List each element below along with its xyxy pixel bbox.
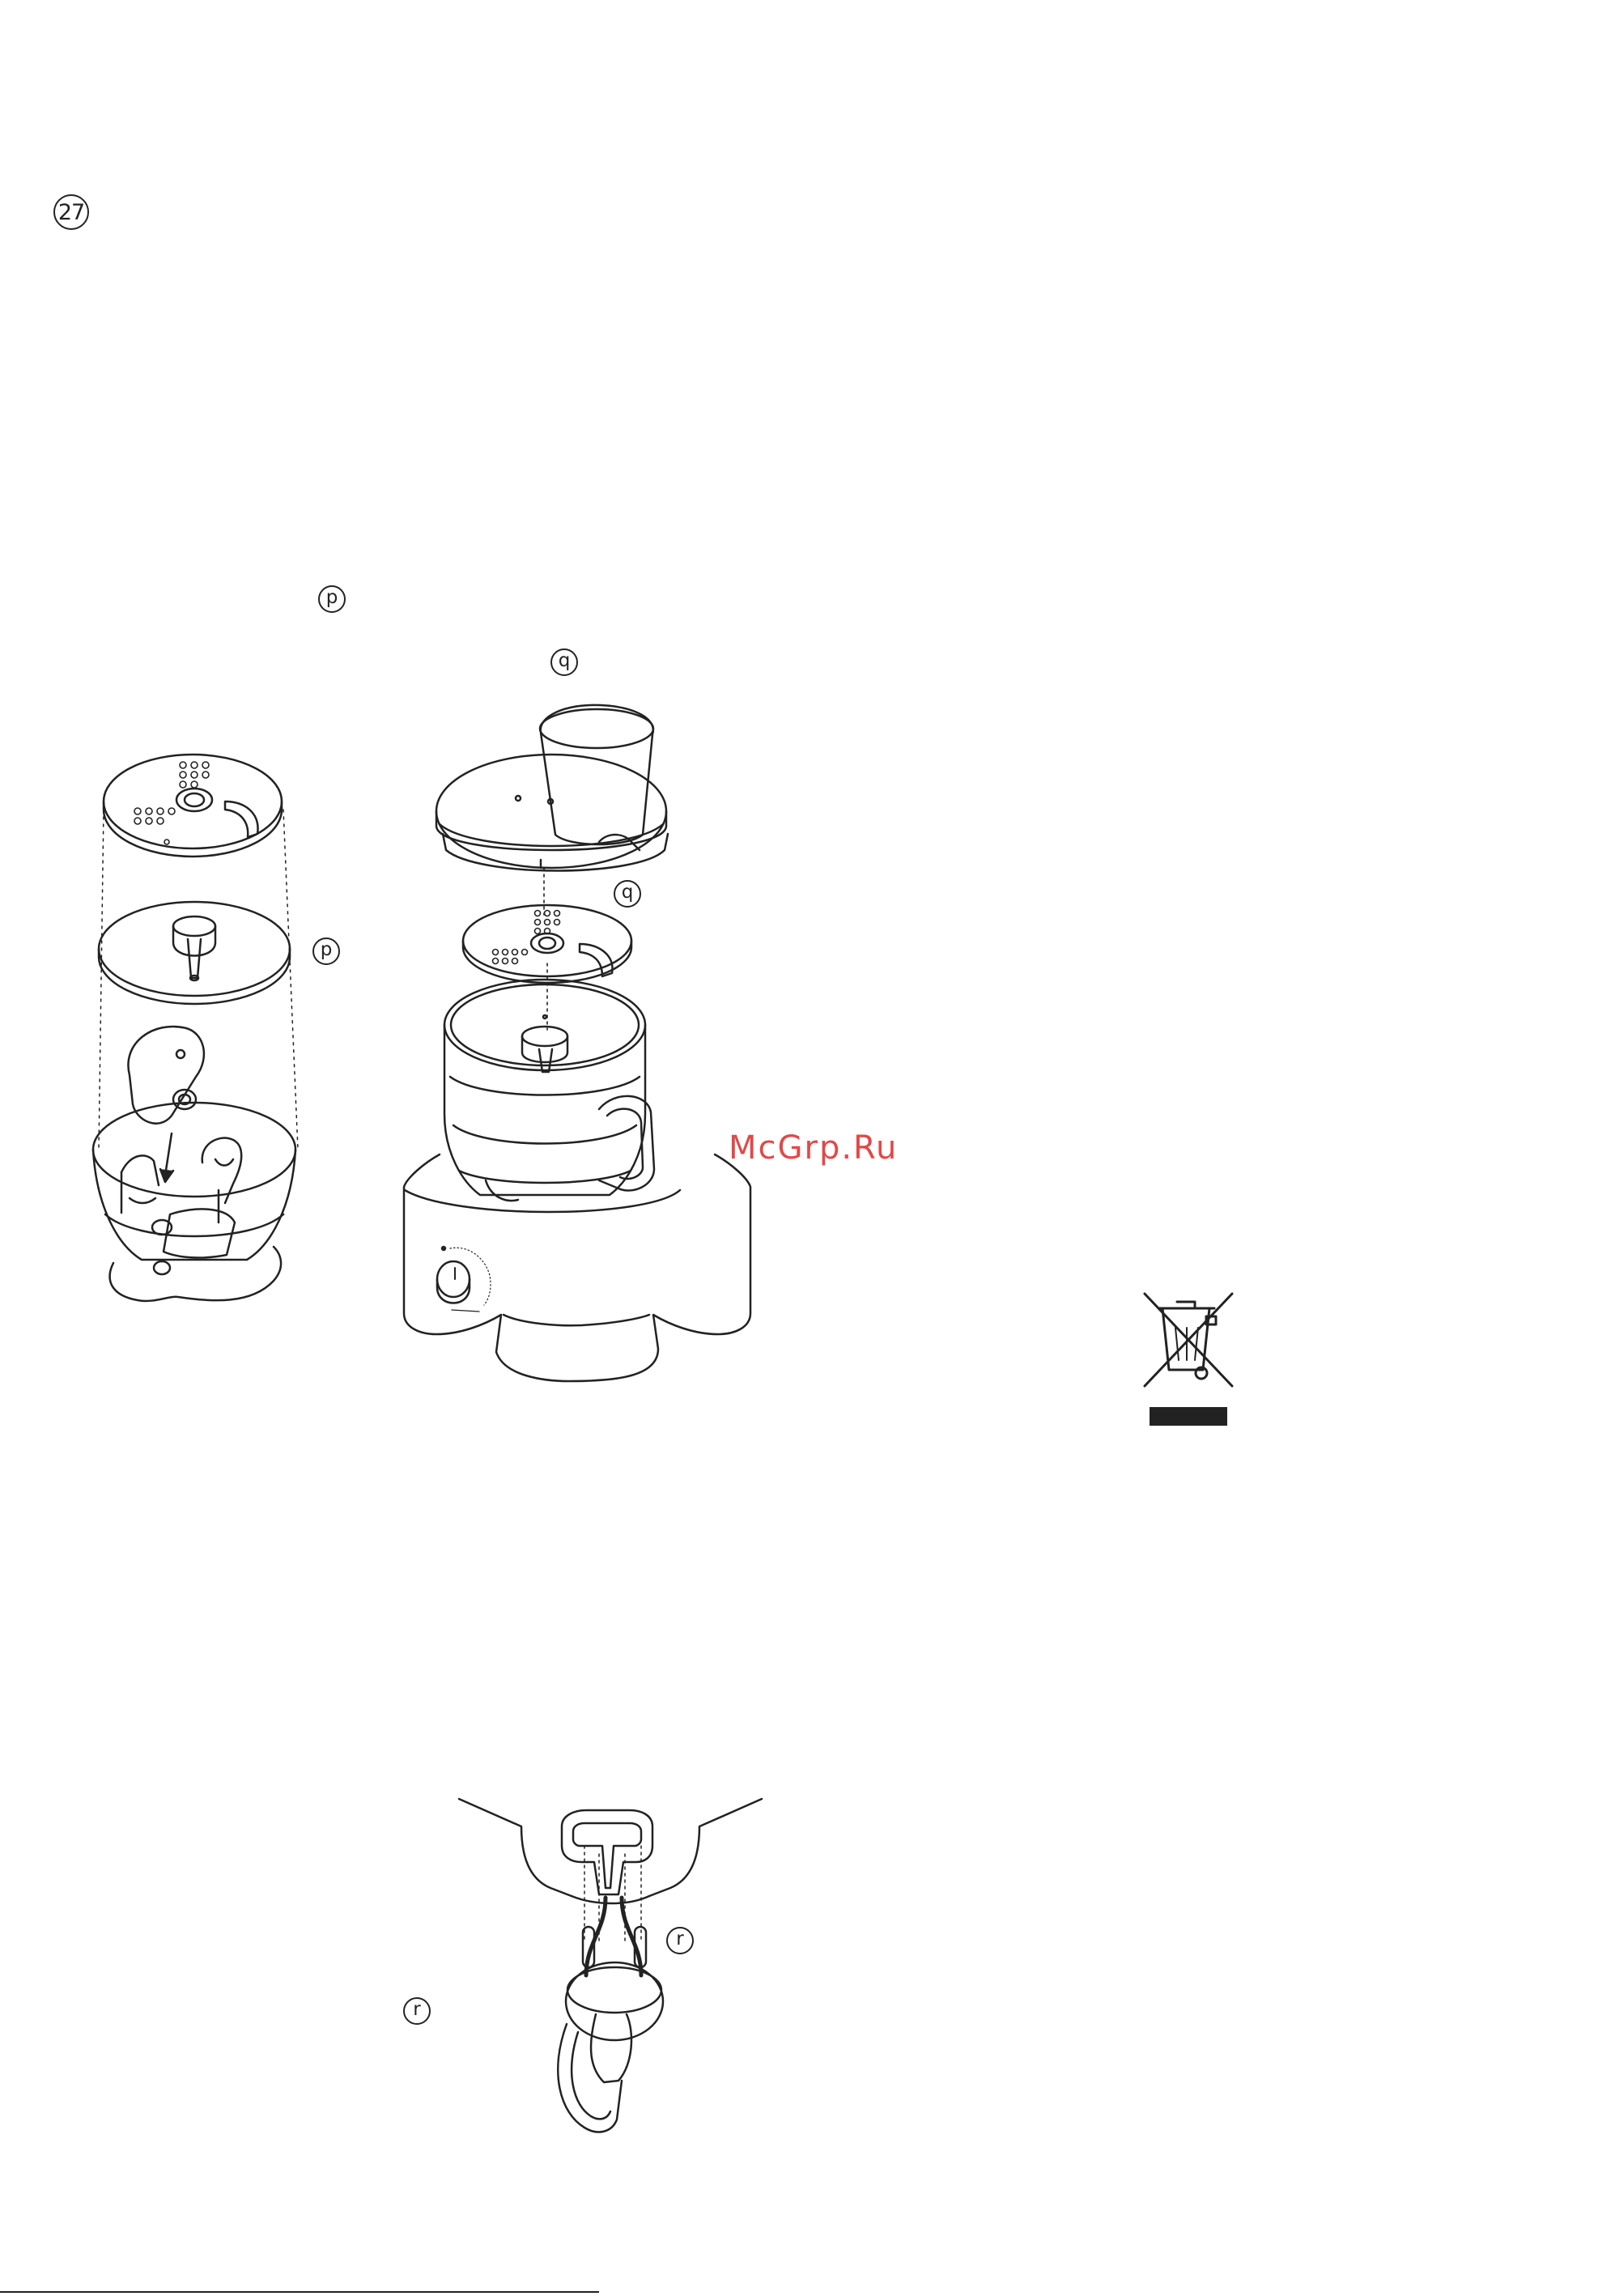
- disposal-bin-icon: [1145, 1294, 1232, 1386]
- bowl-lid-illustration: [99, 902, 290, 1004]
- bottom-rule: [0, 2291, 599, 2293]
- power-plug-illustration: [558, 1898, 663, 2132]
- cord-storage-illustration: [459, 1799, 762, 1903]
- feed-tube-lid-illustration: [436, 705, 668, 871]
- mixing-bowl-illustration: [93, 1103, 295, 1301]
- motor-base-illustration: [404, 1154, 750, 1381]
- disposal-bar: [1150, 1407, 1227, 1426]
- processor-bowl-illustration: [444, 980, 654, 1201]
- slicing-disc-illustration: [104, 755, 282, 857]
